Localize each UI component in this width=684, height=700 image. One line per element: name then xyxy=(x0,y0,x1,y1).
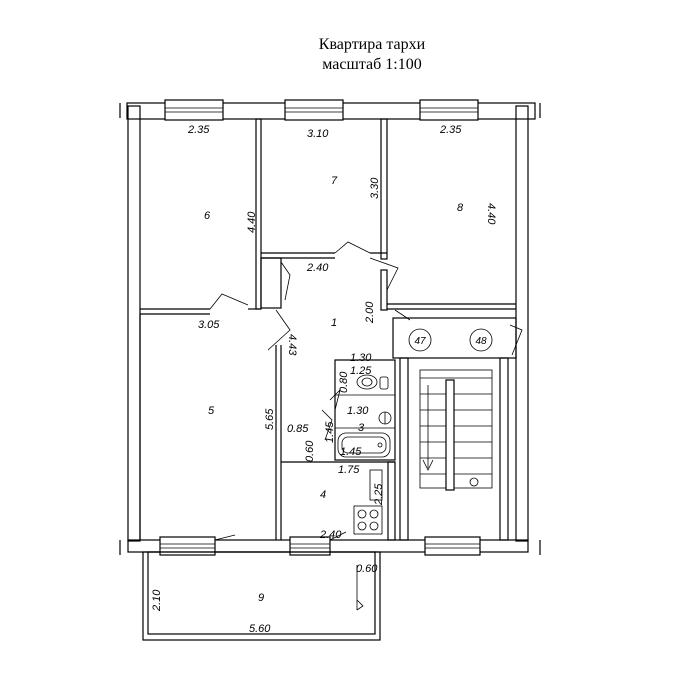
dim-bath-width: 1.30 xyxy=(347,405,369,417)
dim-room7-depth: 3.30 xyxy=(369,177,381,199)
bottom-windows xyxy=(159,536,481,556)
dim-room6-depth: 4.40 xyxy=(246,211,258,233)
balcony xyxy=(142,551,381,641)
toilet-fixture xyxy=(356,374,389,390)
dim-balcony-depth: 2.10 xyxy=(151,589,163,612)
sink-fixture xyxy=(378,411,392,425)
apartment-number-48: 48 xyxy=(475,336,487,347)
dim-kitchen-depth: 2.25 xyxy=(373,483,385,506)
room-label-7: 7 xyxy=(331,175,338,187)
staircase xyxy=(419,369,493,491)
dim-hall-side: 2.00 xyxy=(364,301,376,324)
plan-scale: масштаб 1:100 xyxy=(322,56,422,73)
door-swings xyxy=(209,241,523,541)
room-label-3: 3 xyxy=(358,422,365,434)
plan-title: Квартира тархи xyxy=(318,36,426,53)
dim-kitchen-width: 1.75 xyxy=(338,464,360,476)
apartment-number-47: 47 xyxy=(414,336,426,347)
apartment-circle-48 xyxy=(469,328,493,352)
room-label-9: 9 xyxy=(258,592,264,604)
dim-niche-depth: 0.60 xyxy=(304,440,316,462)
apartment-circle-47 xyxy=(408,328,432,352)
dim-bath-depth: 1.45 xyxy=(324,421,336,443)
dim-room6-width: 2.35 xyxy=(187,124,210,136)
dim-wc-inner: 1.25 xyxy=(350,365,372,377)
kitchen-fixtures xyxy=(353,469,383,535)
dim-hall-width: 2.40 xyxy=(306,262,329,274)
room-label-4: 4 xyxy=(320,489,326,501)
dim-niche-width: 0.85 xyxy=(287,423,309,435)
dim-room5-depth: 5.65 xyxy=(264,408,276,430)
dim-wc-width: 1.30 xyxy=(350,352,372,364)
room-label-1: 1 xyxy=(331,317,337,329)
room-label-5: 5 xyxy=(208,405,215,417)
room-label-6: 6 xyxy=(204,210,211,222)
dim-kitchen-bottom: 2.40 xyxy=(319,529,342,541)
dim-room5-width: 3.05 xyxy=(198,319,220,331)
dim-balcony-width: 5.60 xyxy=(249,623,271,635)
bathtub-fixture xyxy=(337,432,391,458)
dim-hall-depth: 4.43 xyxy=(286,334,298,356)
dim-room8-width: 2.35 xyxy=(439,124,462,136)
room-label-8: 8 xyxy=(457,202,464,214)
dim-balcony-side: 0.60 xyxy=(356,563,378,575)
outer-walls xyxy=(119,102,541,555)
interior-walls xyxy=(139,118,517,541)
dim-wc-depth: 0.80 xyxy=(338,371,350,393)
dim-room7-width: 3.10 xyxy=(307,128,329,140)
top-windows xyxy=(164,99,479,121)
dim-room8-depth: 4.40 xyxy=(485,203,497,225)
dim-bath-inner: 1.45 xyxy=(340,446,362,458)
